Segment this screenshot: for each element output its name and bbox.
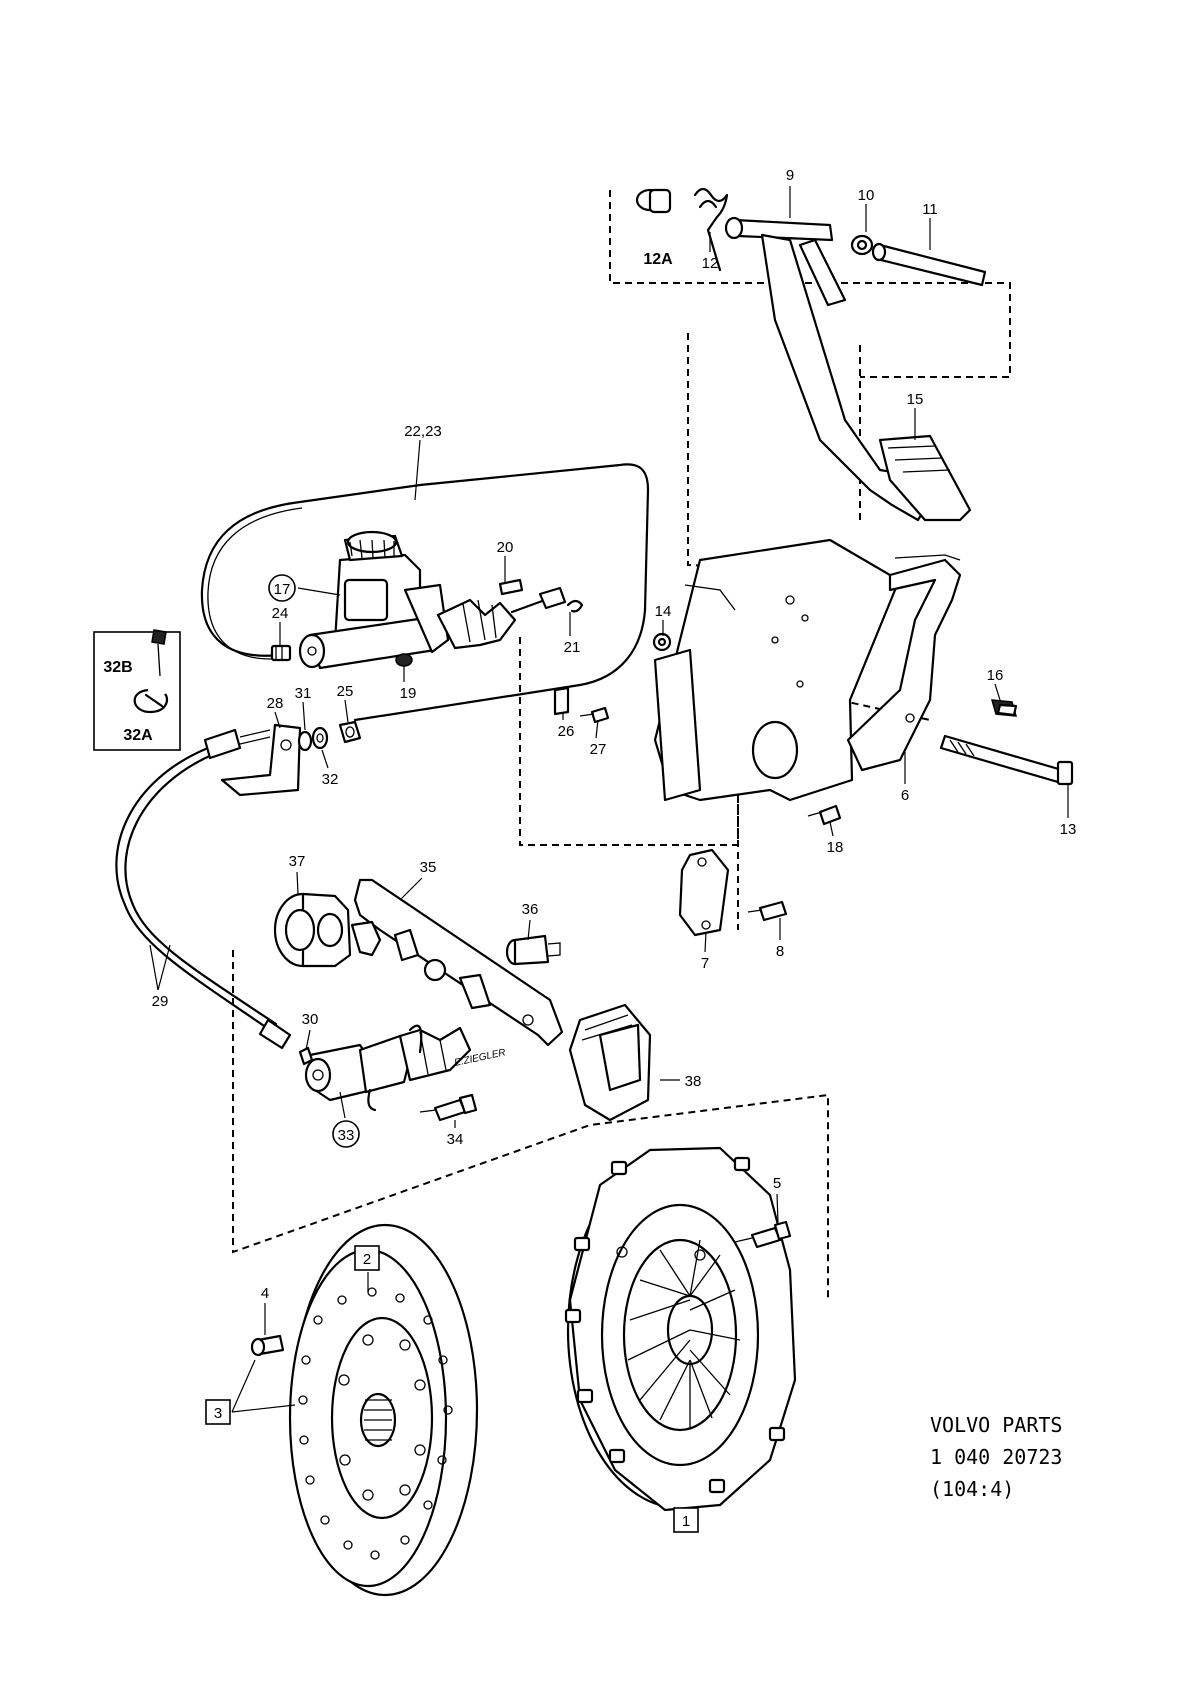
callout-36: 36 — [522, 901, 539, 918]
cover-mounting-lugs — [564, 1156, 786, 1494]
flex-hose-29 — [115, 728, 292, 1050]
callout-24: 24 — [272, 605, 289, 622]
pipe-union-24 — [270, 644, 292, 662]
callout-32a: 32A — [123, 727, 153, 744]
callout-3-boxed: 3 — [205, 1399, 231, 1425]
callout-22-23: 22,23 — [404, 423, 442, 440]
callout-4: 4 — [261, 1285, 269, 1302]
disc-rivet-holes — [298, 1287, 453, 1560]
callout-2: 2 — [363, 1251, 371, 1268]
callout-34: 34 — [447, 1131, 464, 1148]
leader-lines — [149, 186, 1069, 1532]
clip-21 — [566, 599, 584, 613]
callout-17: 17 — [274, 581, 291, 598]
callout-32: 32 — [322, 771, 339, 788]
grouping-dashed-lines — [232, 190, 1011, 1300]
screw-27 — [579, 706, 610, 724]
callout-3: 3 — [214, 1405, 222, 1422]
callout-13: 13 — [1060, 821, 1077, 838]
release-fork-icon — [350, 878, 564, 1047]
pedal-bracket-6 — [653, 538, 962, 802]
callout-28: 28 — [267, 695, 284, 712]
callout-21: 21 — [564, 639, 581, 656]
callout-29: 29 — [152, 993, 169, 1010]
callout-2-boxed: 2 — [354, 1245, 380, 1271]
callout-31: 31 — [295, 685, 312, 702]
clutch-disc-icon — [288, 1223, 479, 1597]
reference-line-1: VOLVO PARTS — [930, 1413, 1062, 1437]
hydraulic-pipe-22-23 — [200, 463, 650, 722]
bolt-13 — [939, 734, 1074, 786]
callout-labels: 9 10 11 12 12A 15 22,23 20 17 24 19 21 1… — [103, 167, 1077, 1533]
pivot-36 — [505, 934, 561, 966]
pedal-shaft-11 — [871, 242, 987, 287]
callout-20: 20 — [497, 539, 514, 556]
callout-37: 37 — [289, 853, 306, 870]
callout-14: 14 — [655, 603, 672, 620]
callout-9: 9 — [786, 167, 794, 184]
callout-33: 33 — [338, 1127, 355, 1144]
washer-10 — [850, 234, 874, 256]
callout-35: 35 — [420, 859, 437, 876]
pedal-rubber-pad-15 — [878, 434, 972, 522]
callout-6: 6 — [901, 787, 909, 804]
callout-16: 16 — [987, 667, 1004, 684]
callout-25: 25 — [337, 683, 354, 700]
rivet-4 — [250, 1334, 285, 1357]
nut-19 — [395, 653, 413, 667]
callout-12a: 12A — [643, 251, 673, 268]
bolt-34 — [419, 1093, 478, 1122]
washer-32 — [311, 726, 329, 750]
release-bearing-icon — [273, 892, 352, 968]
callout-12: 12 — [702, 255, 719, 272]
lock-washer-31 — [297, 730, 313, 752]
callout-7: 7 — [701, 955, 709, 972]
bracket-28 — [220, 723, 302, 797]
pedal-bushing-12a — [635, 188, 672, 214]
callout-26: 26 — [558, 723, 575, 740]
bleed-nipple-30 — [298, 1046, 314, 1066]
callout-17-circled: 17 — [268, 574, 296, 602]
callout-15: 15 — [907, 391, 924, 408]
pressure-plate-icon — [564, 1146, 797, 1512]
master-cylinder-icon — [298, 530, 567, 670]
callout-5: 5 — [773, 1175, 781, 1192]
callout-10: 10 — [858, 187, 875, 204]
callout-33-circled: 33 — [332, 1120, 360, 1148]
slave-cylinder-icon — [304, 1024, 472, 1112]
callout-1: 1 — [682, 1513, 690, 1530]
cover-plate-7 — [678, 848, 730, 937]
reference-line-2: 1 040 20723 — [930, 1445, 1062, 1469]
reference-line-3: (104:4) — [930, 1477, 1014, 1501]
callout-11: 11 — [922, 201, 938, 218]
bolt-18 — [807, 804, 842, 826]
return-spring-12 — [693, 187, 729, 272]
rubber-boot-icon — [568, 1003, 652, 1122]
pipe-clip-26 — [553, 686, 570, 716]
callout-19: 19 — [400, 685, 417, 702]
callout-18: 18 — [827, 839, 844, 856]
callout-38: 38 — [685, 1073, 702, 1090]
callout-1-boxed: 1 — [673, 1507, 699, 1533]
nut-16 — [990, 699, 1018, 717]
bolt-8 — [747, 900, 788, 922]
clip-detail-box — [93, 629, 181, 751]
bolt-5 — [734, 1220, 792, 1249]
callout-32b: 32B — [103, 659, 132, 676]
callout-30: 30 — [302, 1011, 319, 1028]
callout-8: 8 — [776, 943, 784, 960]
bushing-14 — [652, 632, 672, 652]
pin-20 — [498, 578, 524, 596]
reference-block: VOLVO PARTS 1 040 20723 (104:4) — [930, 1413, 1062, 1501]
callout-27: 27 — [590, 741, 607, 758]
nut-25 — [338, 720, 362, 744]
